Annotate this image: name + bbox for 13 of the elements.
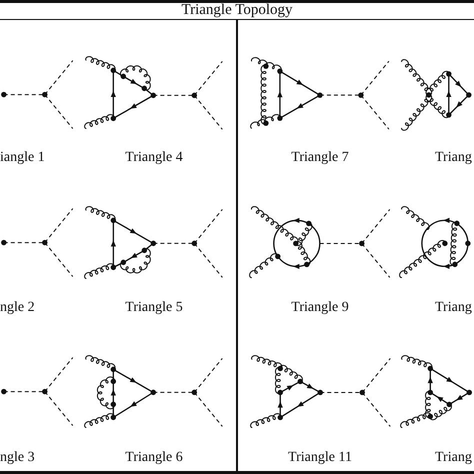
diagram-caption: iangle 1 bbox=[0, 150, 45, 165]
diagram-caption: ngle 3 bbox=[0, 450, 35, 465]
diagram-caption: Triangle 7 bbox=[291, 150, 349, 165]
diagram-caption: Triangle 6 bbox=[125, 450, 183, 465]
table-title: Triangle Topology bbox=[181, 3, 293, 18]
diagram-caption: Triang bbox=[435, 300, 472, 315]
diagram-caption: Triangle 11 bbox=[288, 450, 352, 465]
diagram-caption: Triang bbox=[435, 450, 472, 465]
diagram-caption: Triangle 5 bbox=[125, 300, 183, 315]
diagram-caption: Triangle 4 bbox=[125, 150, 183, 165]
diagram-caption: Triang bbox=[435, 150, 472, 165]
diagram-caption: Triangle 9 bbox=[291, 300, 349, 315]
diagram-caption: ngle 2 bbox=[0, 300, 35, 315]
